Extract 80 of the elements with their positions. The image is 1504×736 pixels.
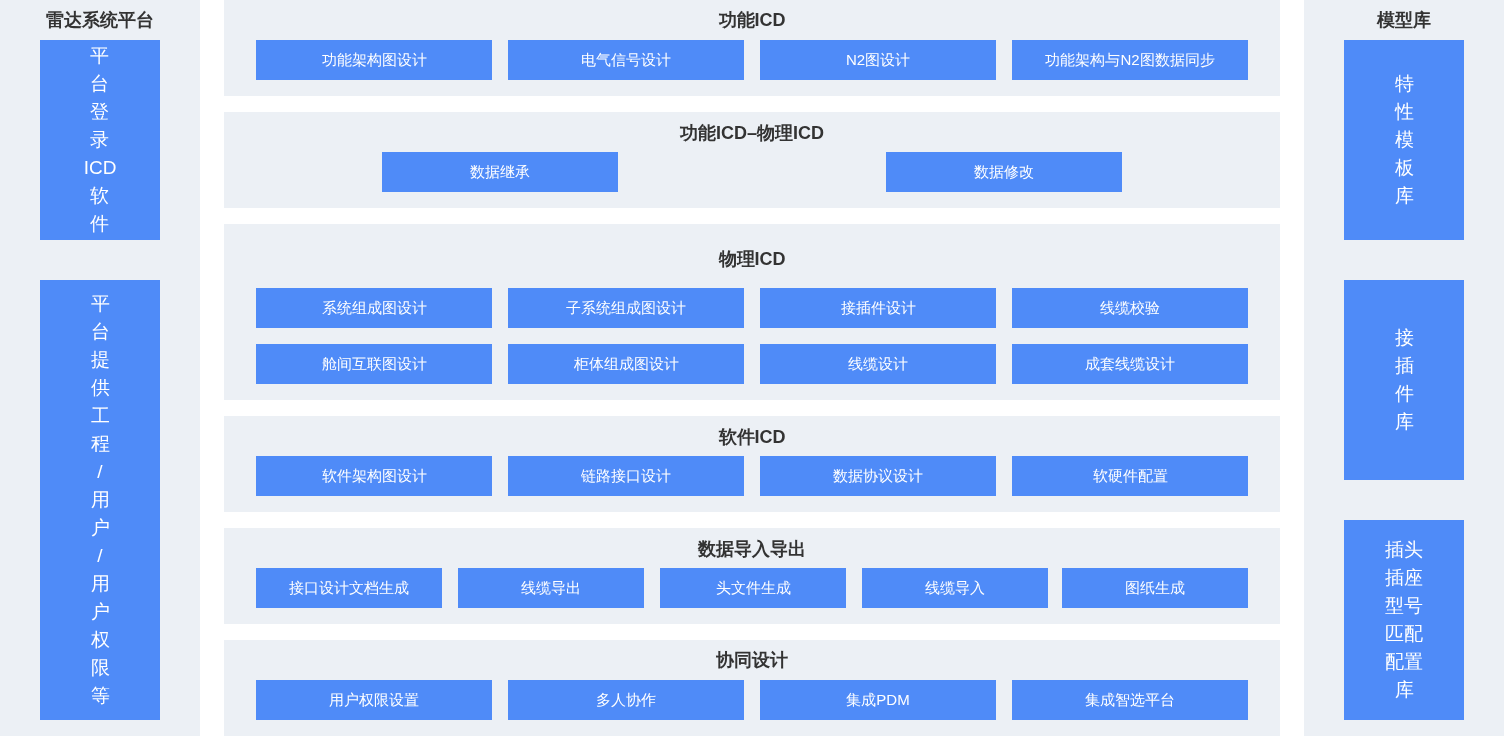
vertical-label: 接插件库	[1394, 326, 1414, 434]
vertical-label: 插头插座型号匹配配置库	[1385, 538, 1423, 702]
section-title: 物理ICD	[718, 248, 786, 270]
module-box	[760, 40, 996, 80]
section-band	[224, 528, 1280, 624]
module-box	[1344, 520, 1464, 720]
module-label: 柜体组成图设计	[573, 355, 679, 373]
section-title: 数据导入导出	[698, 538, 806, 560]
module-box	[256, 680, 492, 720]
vertical-label: 平台登录ICD软件	[83, 44, 117, 236]
module-box	[1012, 680, 1248, 720]
module-label: 图纸生成	[1125, 579, 1185, 597]
module-label: 子系统组成图设计	[566, 299, 686, 317]
section-title: 协同设计	[716, 649, 788, 671]
module-label: 数据协议设计	[833, 467, 923, 485]
module-label: 集成PDM	[846, 691, 910, 709]
module-label: 链路接口设计	[581, 467, 671, 485]
section-title: 功能ICD–物理ICD	[680, 122, 824, 144]
module-box	[382, 152, 618, 192]
module-box	[886, 152, 1122, 192]
vertical-label: 平台提供工程/用户/用户权限等	[90, 292, 110, 708]
section-title: 模型库	[1377, 9, 1431, 31]
module-box	[256, 344, 492, 384]
section-band	[224, 224, 1280, 400]
module-label: 线缆导出	[521, 579, 581, 597]
module-box	[256, 568, 442, 608]
module-box	[1062, 568, 1248, 608]
section-band	[224, 0, 1280, 96]
module-box	[508, 40, 744, 80]
module-label: 接口设计文档生成	[289, 579, 409, 597]
module-label: 功能架构图设计	[321, 51, 427, 69]
module-label: 线缆导入	[925, 579, 985, 597]
module-label: 多人协作	[596, 691, 656, 709]
module-label: 集成智选平台	[1085, 691, 1175, 709]
section-band	[224, 416, 1280, 512]
section-title: 功能ICD	[718, 9, 786, 31]
module-box	[508, 288, 744, 328]
module-box	[40, 280, 160, 720]
module-box	[1012, 344, 1248, 384]
module-box	[760, 680, 996, 720]
module-label: N2图设计	[845, 51, 911, 69]
module-box	[1012, 288, 1248, 328]
module-label: 软硬件配置	[1092, 467, 1168, 485]
module-box	[1012, 456, 1248, 496]
module-box	[1344, 40, 1464, 240]
module-box	[40, 40, 160, 240]
module-label: 电气信号设计	[581, 51, 671, 69]
module-box	[508, 456, 744, 496]
module-label: 接插件设计	[840, 299, 916, 317]
vertical-label: 特性模板库	[1394, 72, 1414, 208]
module-label: 用户权限设置	[329, 691, 419, 709]
module-label: 线缆校验	[1100, 299, 1160, 317]
module-box	[760, 344, 996, 384]
section-title: 软件ICD	[718, 426, 786, 448]
module-box	[1344, 280, 1464, 480]
section-band	[224, 640, 1280, 736]
module-box	[458, 568, 644, 608]
module-label: 成套线缆设计	[1085, 355, 1175, 373]
module-box	[760, 288, 996, 328]
module-box	[256, 40, 492, 80]
module-box	[862, 568, 1048, 608]
module-label: 系统组成图设计	[321, 299, 427, 317]
module-box	[760, 456, 996, 496]
module-label: 线缆设计	[848, 355, 908, 373]
module-box	[508, 344, 744, 384]
module-label: 数据修改	[974, 163, 1034, 181]
module-box	[256, 288, 492, 328]
module-label: 数据继承	[470, 163, 530, 181]
module-label: 功能架构与N2图数据同步	[1045, 51, 1215, 69]
section-title: 雷达系统平台	[46, 9, 154, 31]
section-band	[224, 112, 1280, 208]
side-panel	[0, 0, 200, 736]
module-box	[1012, 40, 1248, 80]
module-box	[256, 456, 492, 496]
module-label: 软件架构图设计	[321, 467, 427, 485]
module-box	[660, 568, 846, 608]
module-label: 舱间互联图设计	[321, 355, 427, 373]
module-label: 头文件生成	[715, 579, 791, 597]
side-panel	[1304, 0, 1504, 736]
module-box	[508, 680, 744, 720]
